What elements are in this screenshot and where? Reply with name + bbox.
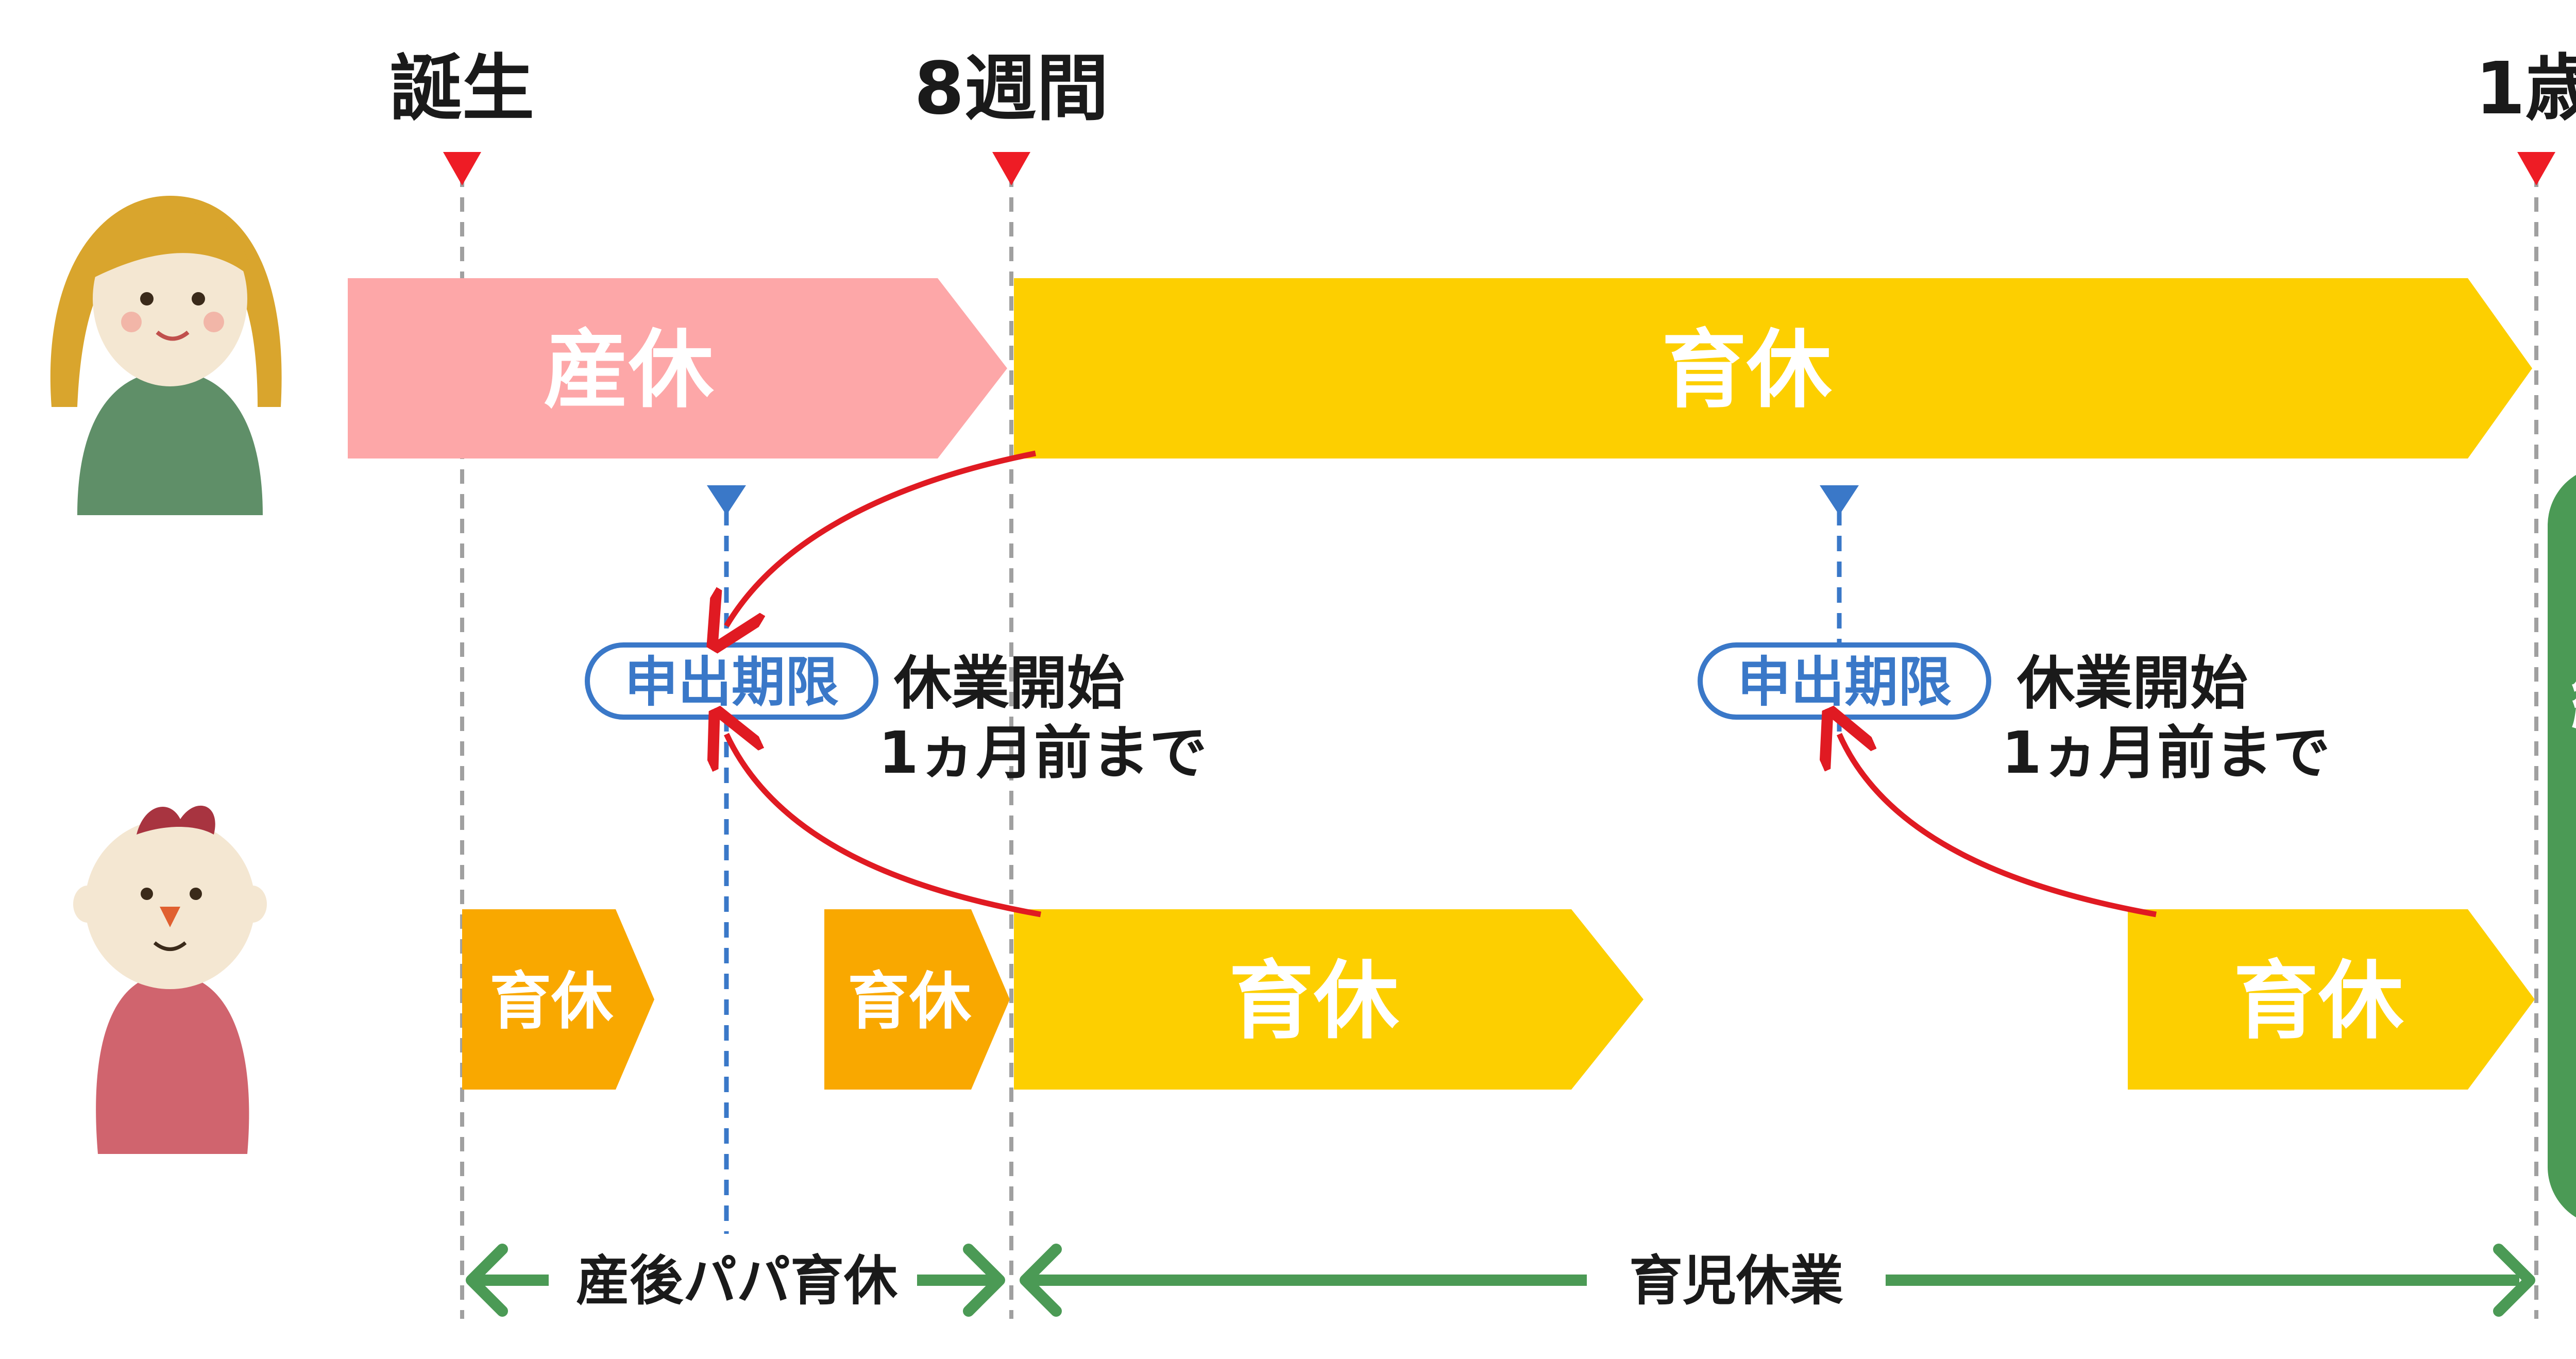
red-arrow-father-to-deadline-1 bbox=[726, 734, 1041, 918]
deadline-marker-icon-1 bbox=[707, 485, 746, 515]
deadline-note-2-line2: 1ヵ月前まで bbox=[2002, 720, 2330, 787]
father-leave-bar-1 bbox=[462, 909, 654, 1090]
father-leave-label-3: 育休 bbox=[1229, 952, 1399, 1050]
father-avatar bbox=[73, 805, 267, 1154]
deadline-note-1-line2: 1ヵ月前まで bbox=[878, 720, 1207, 787]
age1-marker-icon bbox=[2517, 152, 2555, 185]
deadline-badge-label-1: 申出期限 bbox=[624, 651, 839, 714]
age1-label: 1歳 bbox=[2475, 47, 2576, 131]
maternity-leave-bar bbox=[348, 278, 1007, 458]
end-bar bbox=[2548, 474, 2576, 1218]
deadline-note-2-line1: 休業開始 bbox=[2016, 650, 2248, 717]
deadline-marker-icon-2 bbox=[1820, 485, 1859, 515]
postnatal-papa-leave-span bbox=[466, 1244, 1005, 1317]
father-leave-label-1: 育休 bbox=[489, 966, 614, 1038]
father-leave-bar-3 bbox=[1014, 909, 1643, 1090]
end-bar-char-2: 了 bbox=[2571, 912, 2576, 996]
deadline-badge-label-2: 申出期限 bbox=[1737, 651, 1952, 714]
father-leave-label-4: 育休 bbox=[2233, 952, 2404, 1050]
father-leave-bar-2 bbox=[824, 909, 1010, 1090]
maternity-leave-label: 産休 bbox=[544, 320, 714, 419]
father-leave-bar-4 bbox=[2128, 909, 2535, 1090]
deadline-badge-2: 申出期限 bbox=[1698, 642, 1991, 720]
end-bar-char-1: 終 bbox=[2571, 657, 2576, 741]
birth-marker-icon bbox=[443, 152, 481, 185]
father-leave-label-2: 育休 bbox=[848, 966, 972, 1038]
childcare-leave-span-label: 育児休業 bbox=[1629, 1249, 1843, 1312]
childcare-leave-span bbox=[1020, 1244, 2535, 1317]
week8-label: 8週間 bbox=[914, 47, 1108, 131]
red-arrow-mother-to-deadline bbox=[726, 450, 1037, 626]
mother-childcare-leave-label: 育休 bbox=[1662, 320, 1832, 419]
birth-label: 誕生 bbox=[390, 47, 534, 131]
week8-marker-icon bbox=[992, 152, 1030, 185]
mother-avatar bbox=[50, 196, 282, 515]
mother-childcare-leave-bar bbox=[1014, 278, 2532, 458]
deadline-note-1-line1: 休業開始 bbox=[893, 650, 1125, 717]
postnatal-papa-leave-label: 産後パパ育休 bbox=[576, 1249, 898, 1312]
deadline-badge-1: 申出期限 bbox=[585, 642, 878, 720]
red-arrow-father-to-deadline-2 bbox=[1839, 734, 2157, 918]
